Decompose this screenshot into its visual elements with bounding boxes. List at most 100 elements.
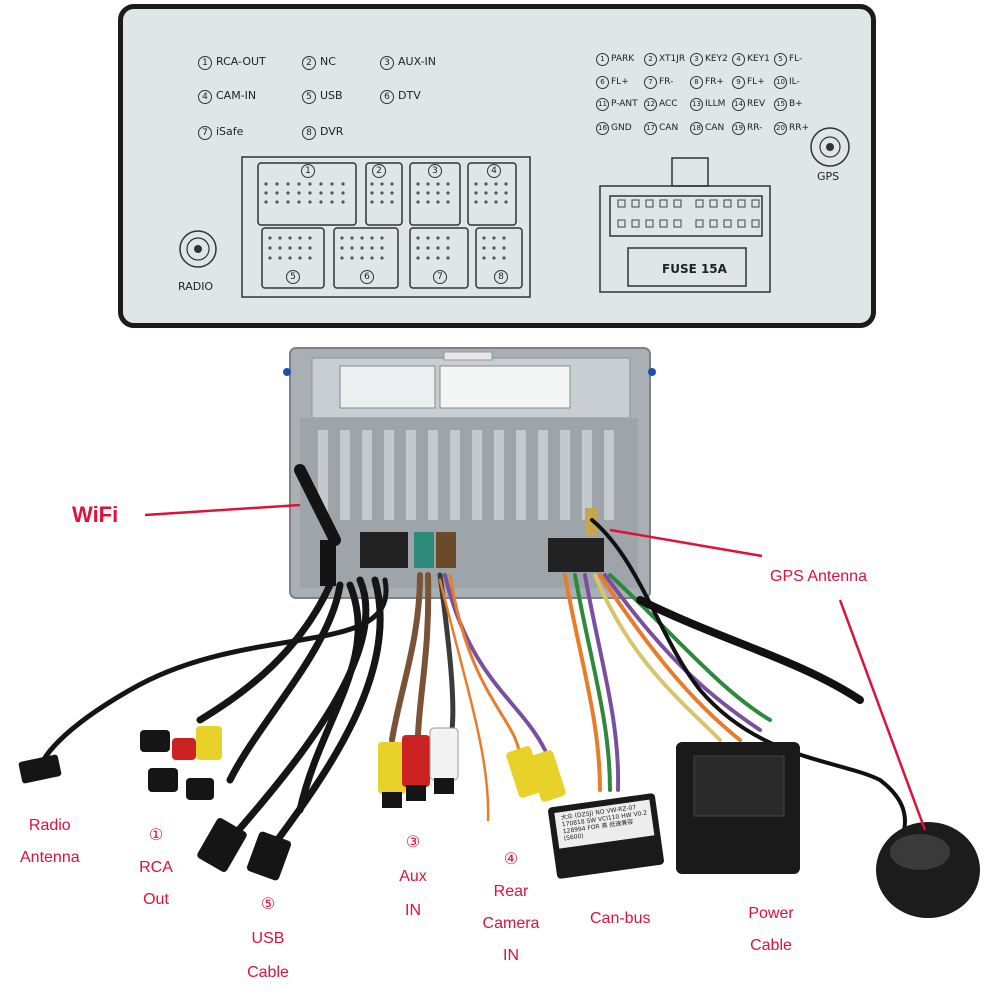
pin-dot	[341, 182, 345, 186]
legend-label: FR-	[659, 77, 674, 87]
pin-dot	[370, 256, 374, 260]
legend-number: 7	[644, 76, 657, 89]
power-pin	[695, 219, 704, 228]
legend-label: IL-	[789, 77, 800, 87]
fin	[384, 430, 394, 520]
fin	[450, 430, 460, 520]
connector-number: 7	[433, 270, 447, 284]
pin-dot	[350, 246, 354, 250]
power-pin	[617, 219, 626, 228]
camera-line1: Rear	[493, 883, 529, 900]
power-line1: Power	[748, 905, 794, 922]
pin-dot	[426, 246, 430, 250]
power-pin	[673, 199, 682, 208]
pin-dot	[268, 246, 272, 250]
legend-label: DTV	[398, 89, 421, 102]
aux-in-callout: ③ Aux IN	[392, 826, 434, 928]
pin-dot	[286, 200, 290, 204]
heat-sink-fins	[318, 430, 614, 520]
legend-label: FL-	[789, 54, 803, 64]
pin-dot	[484, 200, 488, 204]
pin-dot	[341, 200, 345, 204]
callout-leaders	[144, 503, 927, 831]
power-pin	[695, 199, 704, 208]
pin-dot	[474, 200, 478, 204]
pin-dot	[390, 191, 394, 195]
power-pin	[709, 199, 718, 208]
pin-dot	[297, 182, 301, 186]
cable-harness	[37, 518, 907, 854]
connector-number: 8	[494, 270, 508, 284]
connector-number: 1	[301, 164, 315, 178]
pin-dot	[474, 191, 478, 195]
pin-dot	[264, 200, 268, 204]
power-pin	[631, 199, 640, 208]
camera-num: ④	[503, 851, 519, 868]
legend-number: 1	[596, 53, 609, 66]
fin	[406, 430, 416, 520]
fin	[472, 430, 482, 520]
pin-dot	[380, 182, 384, 186]
connector-number: 3	[428, 164, 442, 178]
rca-out-line2: Out	[143, 891, 169, 908]
rca-out-line1: RCA	[139, 859, 173, 876]
pin-dot	[370, 200, 374, 204]
legend-number: 14	[732, 98, 745, 111]
fin	[516, 430, 526, 520]
pin-dot	[288, 246, 292, 250]
pin-dot	[502, 246, 506, 250]
gps-label: GPS	[817, 170, 840, 183]
pin-dot	[308, 200, 312, 204]
pin-dot	[278, 256, 282, 260]
connector-number: 4	[487, 164, 501, 178]
camera-line2: Camera	[482, 915, 540, 932]
pin-dot	[446, 236, 450, 240]
power-connector-block	[599, 157, 771, 293]
pin-dot	[380, 191, 384, 195]
pin-dot	[308, 256, 312, 260]
rca-out-num: ①	[148, 827, 164, 844]
legend-label: USB	[320, 89, 343, 102]
radio-antenna-line2: Antenna	[20, 849, 80, 866]
pin-dot	[319, 191, 323, 195]
power-pin	[617, 199, 626, 208]
legend-number: 11	[596, 98, 609, 111]
legend-label: REV	[747, 99, 766, 109]
legend-label: RCA-OUT	[216, 55, 266, 68]
legend-number: 15	[774, 98, 787, 111]
pin-dot	[484, 182, 488, 186]
legend-number: 4	[198, 90, 212, 104]
radio-label: RADIO	[178, 280, 214, 293]
pin-dot	[504, 182, 508, 186]
pin-dot	[446, 256, 450, 260]
pin-dot	[370, 246, 374, 250]
pin-dot	[319, 182, 323, 186]
power-pin	[751, 219, 760, 228]
can-bus-callout: Can-bus	[590, 910, 651, 927]
pin-dot	[416, 236, 420, 240]
legend-number: 8	[690, 76, 703, 89]
fin	[340, 430, 350, 520]
pin-dot	[370, 236, 374, 240]
power-line2: Cable	[750, 937, 792, 954]
pin-dot	[426, 256, 430, 260]
canbus-box	[548, 793, 664, 879]
legend-label: DVR	[320, 125, 344, 138]
pin-dot	[298, 256, 302, 260]
legend-number: 5	[302, 90, 316, 104]
pin-dot	[360, 246, 364, 250]
pin-dot	[482, 246, 486, 250]
legend-label: FL+	[611, 77, 629, 87]
pin-dot	[340, 246, 344, 250]
pin-dot	[380, 200, 384, 204]
fin	[538, 430, 548, 520]
legend-number: 17	[644, 122, 657, 135]
